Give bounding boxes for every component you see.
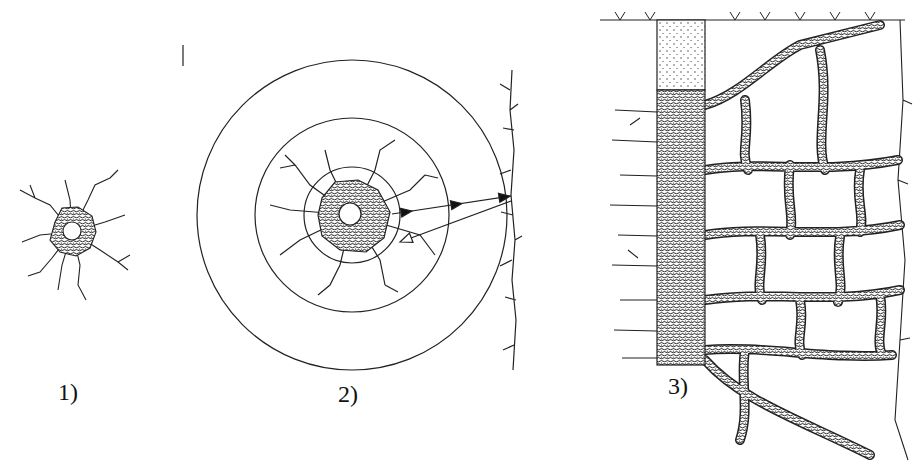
panel-two [183,45,522,370]
panel-one [20,170,130,300]
panel-number: 1) [58,380,78,404]
panel-number: 2) [338,382,358,406]
crack-bands [705,25,900,455]
panel-three [600,12,912,460]
panel-number: 3) [668,374,688,398]
